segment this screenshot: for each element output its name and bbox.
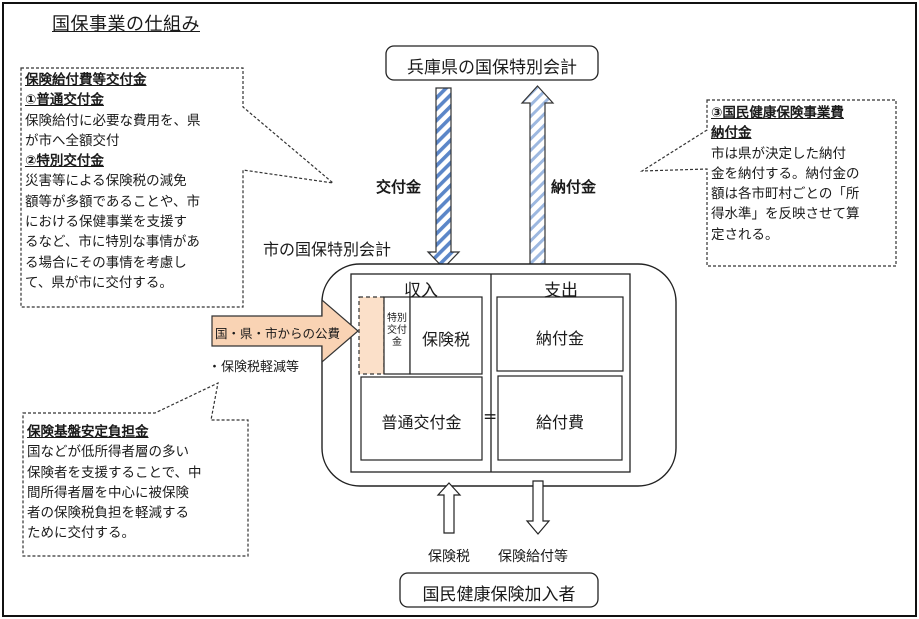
grant-down-arrow: [426, 87, 461, 269]
prefecture-account-box: [385, 45, 599, 81]
callout-line: 得水準」を反映させて算: [711, 206, 860, 223]
public-funds-slot: [358, 296, 385, 375]
callout-line: 保険給付に必要な費用を、県: [25, 112, 201, 129]
public-funds-arrow: [211, 298, 359, 364]
ordinary-grant-heading: ①普通交付金: [25, 92, 104, 109]
grants-callout-border: [20, 67, 335, 308]
callout-line: 間所得者層を中心に被保険: [27, 484, 189, 501]
insurance-tax-up-arrow: [436, 482, 462, 534]
callout-line: 額等が多額であることや、市: [25, 193, 200, 210]
callout-line: 定される。: [711, 226, 779, 243]
special-grant-line: 特別: [387, 313, 407, 324]
special-grant-cell: [383, 296, 411, 375]
callout-line: における保健事業を支援す: [25, 214, 187, 231]
equals-sign: =: [483, 407, 498, 427]
stabilization-callout: 保険基盤安定負担金 国などが低所得者層の多い 保険者を支援することで、中 間所得…: [27, 422, 202, 544]
callout-line: ために交付する。: [27, 525, 135, 542]
insured-label: 国民健康保険加入者: [422, 585, 576, 605]
ordinary-grant-cell: [360, 376, 483, 461]
callout-line: 市は県が決定した納付: [711, 145, 846, 162]
payment-cell: [496, 296, 624, 372]
benefits-flow-label: 保険給付等: [498, 549, 568, 565]
callout-line: て、県が市に交付する。: [25, 274, 173, 291]
special-grant-label: 特別 交付 金: [384, 313, 410, 349]
callout-line: 保険者を支援することで、中: [27, 464, 202, 481]
callout-line: 災害等による保険税の減免: [25, 173, 187, 190]
callout-line: るなど、市に特別な事情があ: [25, 234, 200, 251]
callout-line: 国などが低所得者層の多い: [27, 444, 189, 461]
payment-flow-label: 納付金: [551, 178, 597, 196]
insurance-tax-flow-label: 保険税: [428, 549, 470, 565]
benefits-down-arrow: [525, 480, 551, 535]
grants-callout-heading: 保険給付費等交付金: [25, 72, 147, 88]
grant-flow-label: 交付金: [376, 178, 422, 196]
insurance-tax-cell: [409, 296, 483, 375]
payment-up-arrow: [520, 85, 555, 271]
grants-callout: 保険給付費等交付金 ①普通交付金 保険給付に必要な費用を、県 が市へ全額交付 ②…: [25, 70, 201, 293]
benefit-cost-cell: [497, 375, 623, 461]
ordinary-grant-label: 普通交付金: [381, 413, 462, 432]
special-grant-line: 交付: [387, 325, 407, 336]
tax-reduction-label: ・保険税軽減等: [208, 360, 300, 375]
stabilization-callout-heading: 保険基盤安定負担金: [27, 424, 149, 440]
payment-callout-border: [639, 99, 897, 267]
payment-label: 納付金: [535, 329, 584, 348]
prefecture-account-label: 兵庫県の国保特別会計: [407, 58, 577, 78]
payment-callout-heading-1: ③国民健康保険事業費: [711, 105, 844, 121]
special-grant-heading: ②特別交付金: [25, 153, 104, 170]
callout-line: 金を納付する。納付金の: [711, 165, 860, 182]
callout-line: る場合にその事情を考慮し: [25, 254, 187, 271]
payment-callout-heading-2: 納付金: [711, 125, 752, 142]
page-title: 国保事業の仕組み: [52, 14, 200, 35]
stabilization-callout-border: [22, 381, 249, 557]
payment-callout: ③国民健康保険事業費 納付金 市は県が決定した納付 金を納付する。納付金の 額は…: [711, 103, 860, 245]
callout-line: が市へ全額交付: [25, 132, 120, 149]
insured-box: [399, 572, 599, 608]
city-account-label: 市の国保特別会計: [263, 240, 392, 259]
special-grant-line: 金: [392, 337, 402, 348]
insurance-tax-label: 保険税: [421, 330, 470, 349]
callout-line: 額は各市町村ごとの「所: [711, 186, 860, 203]
revenue-header: 収入: [404, 281, 438, 301]
benefit-cost-label: 給付費: [535, 413, 584, 432]
callout-line: 者の保険税負担を軽減する: [27, 505, 189, 522]
expenditure-header: 支出: [544, 281, 578, 301]
public-funds-label: 国・県・市からの公費: [215, 326, 341, 341]
